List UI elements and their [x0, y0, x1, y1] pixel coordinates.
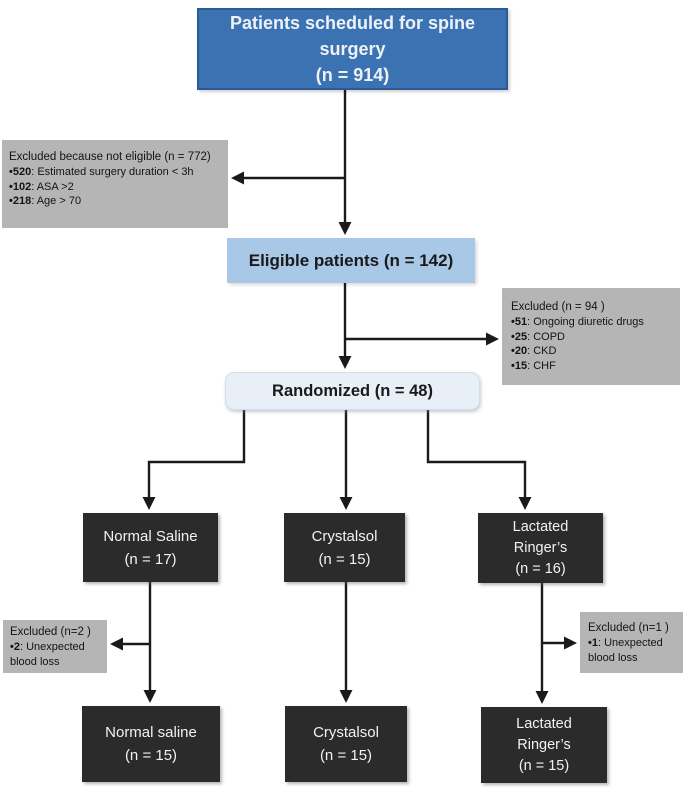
excluded-item-count: •2	[10, 641, 20, 653]
excluded-item-reason: : CKD	[527, 345, 557, 357]
excluded-item: •25: COPD	[511, 330, 674, 345]
excluded-item: •51: Ongoing diuretic drugs	[511, 315, 674, 330]
arrow-randomized-to-lactated-ringers	[426, 407, 532, 510]
excluded-item-count: •15	[511, 359, 528, 372]
excluded-item-count: •25	[511, 330, 528, 343]
node-arm-crystalsol-count: (n = 15)	[318, 550, 371, 568]
excluded-item: •1: Unexpected blood loss	[588, 636, 679, 665]
node-arm-lactated-ringers-text-2: Ringer’s	[513, 539, 568, 556]
excluded-item-reason: : COPD	[527, 330, 565, 343]
excluded-item-reason: : Unexpected blood loss	[588, 637, 663, 664]
excluded-item: •2: Unexpected blood loss	[10, 640, 103, 669]
excluded-item-count: •51	[511, 316, 528, 328]
node-final-normal-saline-text: Normal saline	[105, 724, 197, 741]
node-final-normal-saline: Normal saline (n = 15)	[82, 706, 220, 782]
excluded-after-eligibility-box: Excluded (n = 94 ) •51: Ongoing diuretic…	[502, 288, 680, 385]
node-final-lactated-ringers-text-2: Ringer’s	[517, 736, 571, 753]
excluded-item: •102: ASA >2	[9, 180, 223, 195]
excluded-item-reason: : ASA >2	[31, 180, 74, 193]
excluded-item-reason: : Ongoing diuretic drugs	[527, 316, 644, 328]
excluded-not-eligible-title: Excluded because not eligible (n = 772)	[9, 151, 211, 163]
node-eligible: Eligible patients (n = 142)	[227, 238, 475, 283]
node-final-crystalsol-text: Crystalsol	[313, 724, 379, 741]
node-arm-crystalsol-text: Crystalsol	[311, 527, 378, 545]
node-enrollment-text-1: Patients scheduled for spine	[229, 13, 476, 33]
excluded-lactated-ringers-title: Excluded (n=1 )	[588, 622, 669, 634]
node-final-crystalsol: Crystalsol (n = 15)	[285, 706, 407, 782]
node-final-lactated-ringers-count: (n = 15)	[518, 757, 570, 774]
node-enrollment: Patients scheduled for spine surgery (n …	[197, 8, 508, 90]
node-arm-normal-saline-text: Normal Saline	[103, 527, 198, 545]
excluded-item-reason: : Unexpected blood loss	[10, 641, 85, 668]
node-enrollment-text-2: surgery	[319, 39, 386, 59]
arrow-randomized-to-normal-saline	[142, 407, 246, 510]
node-randomized-text: Randomized (n = 48)	[272, 382, 433, 400]
excluded-lactated-ringers-box: Excluded (n=1 ) •1: Unexpected blood los…	[580, 612, 683, 673]
excluded-normal-saline-box: Excluded (n=2 ) •2: Unexpected blood los…	[3, 620, 107, 673]
node-randomized: Randomized (n = 48)	[225, 372, 480, 410]
node-final-normal-saline-count: (n = 15)	[124, 747, 178, 764]
node-arm-lactated-ringers-count: (n = 16)	[515, 560, 566, 577]
node-arm-normal-saline-count: (n = 17)	[124, 550, 177, 568]
node-final-crystalsol-count: (n = 15)	[319, 747, 373, 764]
excluded-after-eligibility-title: Excluded (n = 94 )	[511, 301, 605, 313]
excluded-item-reason: : Estimated surgery duration < 3h	[31, 166, 194, 178]
node-final-lactated-ringers-text-1: Lactated	[516, 715, 572, 732]
excluded-item: •520: Estimated surgery duration < 3h	[9, 165, 223, 180]
excluded-normal-saline-title: Excluded (n=2 )	[10, 626, 91, 638]
excluded-item: •15: CHF	[511, 359, 674, 374]
node-arm-crystalsol: Crystalsol (n = 15)	[284, 513, 405, 582]
excluded-item-count: •102	[9, 180, 32, 193]
excluded-item-count: •1	[588, 637, 598, 649]
node-eligible-text: Eligible patients (n = 142)	[248, 250, 454, 270]
node-arm-normal-saline: Normal Saline (n = 17)	[83, 513, 218, 582]
excluded-item-count: •20	[511, 345, 528, 357]
node-arm-lactated-ringers: Lactated Ringer’s (n = 16)	[478, 513, 603, 583]
excluded-item: •218: Age > 70	[9, 194, 223, 209]
node-arm-lactated-ringers-text-1: Lactated	[512, 518, 569, 535]
node-final-lactated-ringers: Lactated Ringer’s (n = 15)	[481, 707, 607, 783]
excluded-item-reason: : Age > 70	[31, 195, 82, 207]
excluded-item-count: •520	[9, 166, 32, 178]
excluded-item-count: •218	[9, 195, 32, 207]
node-enrollment-count: (n = 914)	[315, 65, 390, 85]
excluded-item: •20: CKD	[511, 344, 674, 359]
excluded-item-reason: : CHF	[527, 359, 556, 372]
excluded-not-eligible-box: Excluded because not eligible (n = 772) …	[2, 140, 228, 228]
